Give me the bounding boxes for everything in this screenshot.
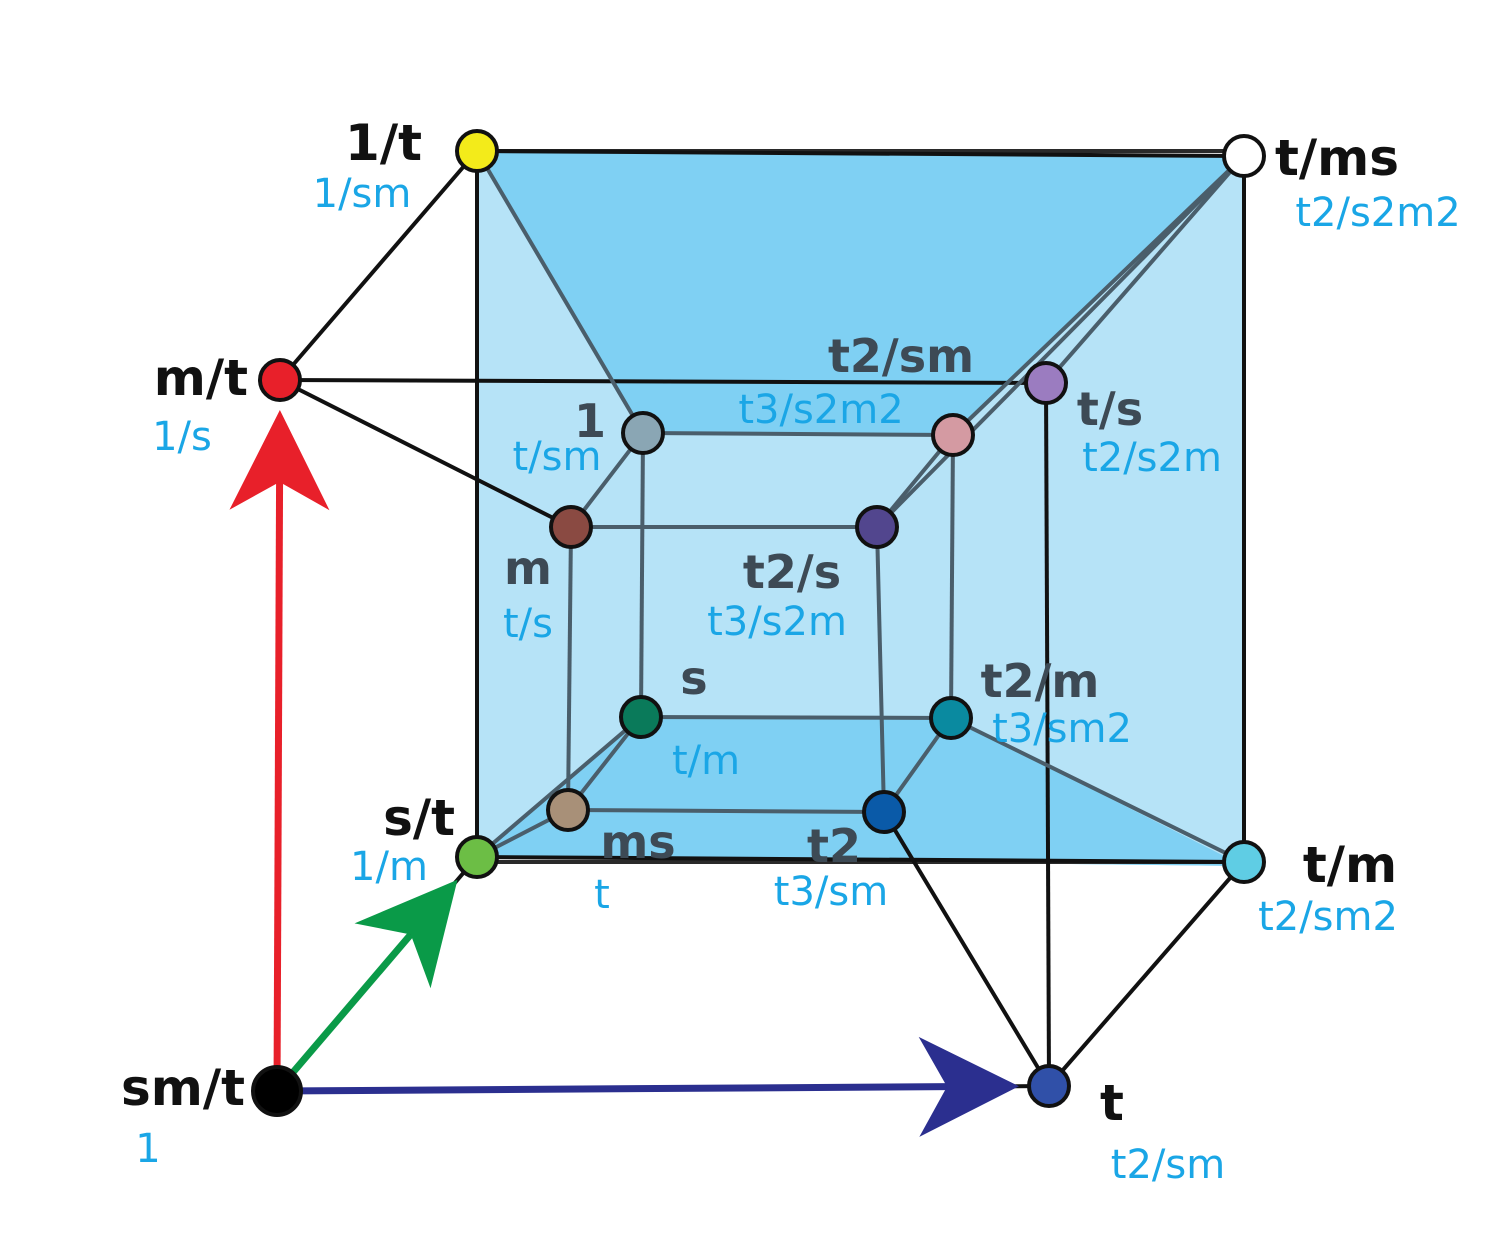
label-main-t_m: t/m bbox=[1303, 836, 1397, 894]
inner-edge-t2-t2_s bbox=[875, 526, 886, 813]
axis-arrow-head-0 bbox=[229, 409, 330, 511]
inner-edge-one-s bbox=[639, 432, 645, 718]
edge-m_t-m bbox=[279, 378, 572, 529]
label-main-t2_m: t2/m bbox=[981, 654, 1100, 708]
vertex-labels: sm/t1s/t1/mm/t1/s1/t1/smt/mst2/s2m2t/mt2… bbox=[121, 114, 1461, 1188]
label-main-t_ms: t/ms bbox=[1275, 129, 1399, 187]
node-m bbox=[549, 505, 593, 549]
label-sub-s_t: 1/m bbox=[350, 844, 428, 890]
label-sub-t_m: t2/sm2 bbox=[1258, 894, 1398, 940]
node-t2_s bbox=[855, 505, 899, 549]
label-sub-t2_sm: t3/s2m2 bbox=[738, 387, 903, 433]
node-t_ms bbox=[1222, 134, 1266, 178]
inner-edge-s-t2_m bbox=[640, 715, 952, 720]
node-m_t bbox=[258, 358, 302, 402]
inner-edge-ms-t2 bbox=[567, 808, 885, 814]
inner-edge-t_m-t2_m bbox=[950, 716, 1245, 864]
label-sub-one_t: 1/sm bbox=[313, 171, 412, 217]
inner-edge-one_t-one bbox=[475, 149, 645, 435]
cube-bottom-face bbox=[477, 717, 1244, 866]
axis-arrow-shaft-2 bbox=[276, 1083, 948, 1095]
inner-edge-s_t-s bbox=[475, 715, 643, 859]
node-t2_sm bbox=[931, 413, 975, 457]
label-sub-m: t/s bbox=[503, 601, 553, 647]
edge-t-t_s bbox=[1044, 382, 1051, 1087]
edge-t-t2 bbox=[882, 810, 1051, 1088]
label-main-t2_sm: t2/sm bbox=[828, 329, 974, 383]
label-sub-ms: t bbox=[594, 872, 610, 918]
axis-arrow-shaft-0 bbox=[273, 481, 284, 1092]
node-t2_m bbox=[929, 696, 973, 740]
label-sub-t2_s: t3/s2m bbox=[707, 599, 847, 645]
axis-arrows bbox=[229, 409, 1020, 1137]
vertex-nodes bbox=[251, 129, 1266, 1117]
edge-t-t_m bbox=[1047, 860, 1246, 1088]
label-sub-t2: t3/sm bbox=[774, 869, 888, 915]
edge-one_t-m_t bbox=[278, 149, 479, 382]
label-main-ms: ms bbox=[600, 815, 675, 869]
edge-one_t-t_ms bbox=[476, 149, 1245, 158]
label-main-t: t bbox=[1100, 1074, 1124, 1132]
label-main-origin: sm/t bbox=[121, 1059, 245, 1117]
axis-arrow-head-1 bbox=[354, 879, 458, 989]
node-origin bbox=[251, 1065, 303, 1117]
label-sub-t_s: t2/s2m bbox=[1082, 435, 1222, 481]
node-t_m bbox=[1222, 840, 1266, 884]
label-sub-s: t/m bbox=[672, 738, 740, 784]
inner-edge-t_ms-t2_s bbox=[875, 154, 1246, 529]
label-main-s_t: s/t bbox=[383, 789, 455, 847]
node-t bbox=[1027, 1064, 1071, 1108]
inner-edge-ms-m bbox=[566, 526, 573, 811]
label-main-t2: t2 bbox=[807, 819, 861, 873]
label-sub-t: t2/sm bbox=[1111, 1142, 1225, 1188]
label-sub-t_ms: t2/s2m2 bbox=[1295, 190, 1460, 236]
label-sub-m_t: 1/s bbox=[152, 414, 212, 460]
node-ms bbox=[546, 788, 590, 832]
node-one_t bbox=[455, 129, 499, 173]
label-main-one_t: 1/t bbox=[345, 114, 422, 172]
axis-arrow-shaft-1 bbox=[274, 932, 414, 1094]
cube-top-face bbox=[477, 151, 1244, 435]
label-main-t2_s: t2/s bbox=[743, 545, 841, 599]
label-main-m_t: m/t bbox=[154, 349, 248, 407]
inner-edge-t2_m-t2_sm bbox=[949, 434, 955, 719]
node-one bbox=[621, 411, 665, 455]
node-s bbox=[619, 695, 663, 739]
inner-edge-one-t2_sm bbox=[642, 431, 954, 437]
label-sub-t2_m: t3/sm2 bbox=[992, 706, 1132, 752]
edge-m_t-t_s bbox=[279, 378, 1047, 385]
inner-edge-t_s-t_ms bbox=[1044, 154, 1246, 385]
node-s_t bbox=[455, 835, 499, 879]
label-main-m: m bbox=[504, 541, 552, 595]
label-sub-one: t/sm bbox=[513, 434, 602, 480]
label-sub-origin: 1 bbox=[135, 1126, 160, 1172]
node-t_s bbox=[1024, 361, 1068, 405]
label-main-s: s bbox=[680, 651, 707, 705]
edge-s_t-t_m bbox=[476, 855, 1245, 864]
node-t2 bbox=[862, 790, 906, 834]
label-main-t_s: t/s bbox=[1077, 382, 1143, 436]
label-main-one: 1 bbox=[574, 394, 606, 448]
axis-arrow-head-2 bbox=[918, 1036, 1020, 1137]
outer-edges bbox=[275, 149, 1246, 1093]
